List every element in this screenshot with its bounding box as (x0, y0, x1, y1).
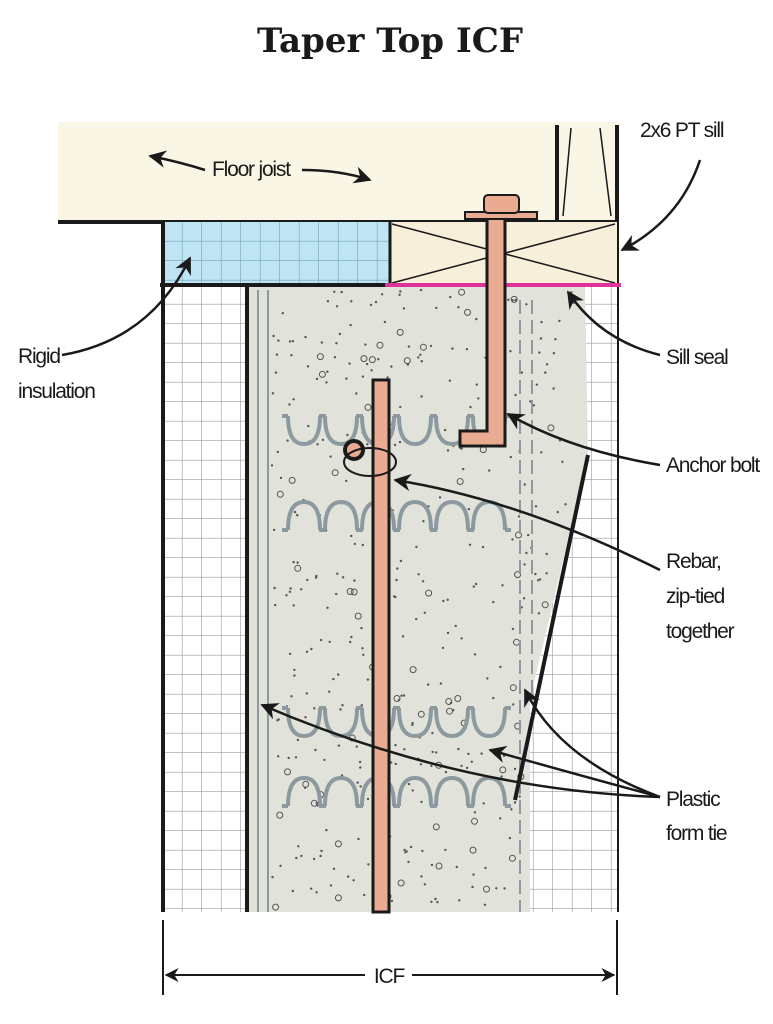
dimension-label-icf: ICF (374, 965, 405, 988)
diagram-title: Taper Top ICF (257, 21, 523, 61)
floor-joist (58, 122, 558, 222)
zip-tie (343, 447, 397, 477)
label-sill: 2x6 PT sill (640, 119, 724, 142)
label-rebar-3: together (666, 620, 735, 643)
label-sill-seal: Sill seal (666, 346, 728, 369)
label-anchor-bolt: Anchor bolt (666, 454, 760, 477)
anchor-bolt-nut (483, 194, 520, 214)
label-rebar: Rebar, (666, 550, 721, 573)
label-rigid-insulation: Rigid (18, 345, 60, 368)
label-rebar-2: zip-tied (666, 585, 725, 608)
rebar-vertical (371, 378, 391, 914)
taper-line (513, 454, 590, 801)
label-form-tie: Plastic (666, 788, 720, 811)
label-floor-joist: Floor joist (212, 158, 291, 181)
rim-board (556, 122, 617, 222)
label-rigid-insulation-2: insulation (18, 380, 95, 403)
label-form-tie-2: form tie (666, 822, 727, 845)
